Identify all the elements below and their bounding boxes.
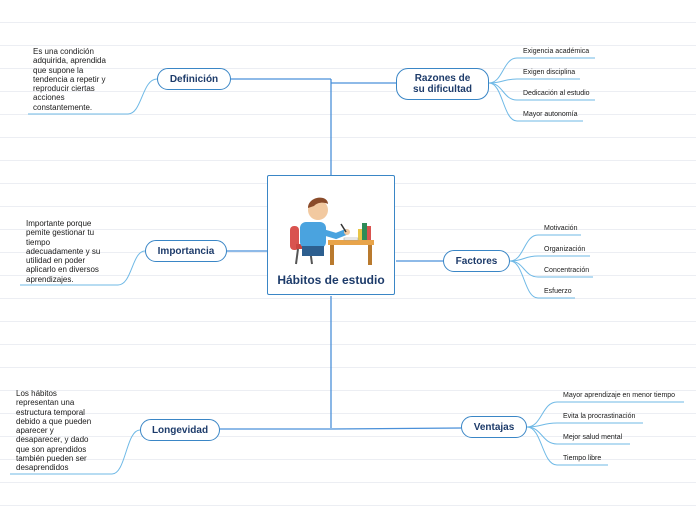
subtopic-factores-3[interactable]: Concentración: [544, 267, 590, 274]
subtopic-razones-1[interactable]: Exigencia académica: [523, 48, 590, 55]
topic-razones-label-line: su dificultad: [413, 84, 472, 95]
subtopic-factores-2[interactable]: Organización: [544, 246, 586, 253]
note-line: tendencia a repetir y: [33, 74, 106, 84]
note-line: debido a que pueden: [16, 416, 92, 426]
subtopic-ventajas-4[interactable]: Tiempo libre: [563, 455, 602, 462]
note-line: Es una condición: [33, 47, 94, 56]
note-line: estructura temporal: [16, 407, 85, 417]
topic-razones[interactable]: Razones de su dificultad: [396, 68, 489, 100]
subtopic-razones-4[interactable]: Mayor autonomía: [523, 111, 578, 118]
note-line: adquirida, aprendida: [33, 56, 106, 66]
student-desk-icon: [290, 197, 374, 265]
topic-ventajas-label: Ventajas: [473, 421, 515, 433]
note-line: representan una: [16, 398, 75, 408]
note-line: que supone la: [33, 65, 84, 75]
note-longevidad: Los hábitos representan una estructura t…: [16, 389, 91, 473]
note-line: desaparecer, y dado: [16, 435, 89, 445]
note-line: también pueden ser: [16, 454, 87, 464]
note-line: utilidad en poder: [26, 256, 86, 266]
subtopic-ventajas-1[interactable]: Mayor aprendizaje en menor tiempo: [563, 392, 676, 399]
topic-importancia-label: Importancia: [157, 245, 215, 257]
subtopic-razones-2[interactable]: Exigen disciplina: [523, 69, 576, 76]
note-line: que son aprendidos: [16, 444, 87, 454]
note-line: aplicarlo en diversos: [26, 265, 99, 275]
subtopic-ventajas-3[interactable]: Mejor salud mental: [563, 434, 623, 441]
topic-longevidad[interactable]: Longevidad: [140, 419, 220, 441]
topic-definicion[interactable]: Definición: [157, 68, 231, 90]
topic-definicion-label: Definición: [169, 73, 219, 85]
topic-importancia[interactable]: Importancia: [145, 240, 227, 262]
note-line: aparecer y: [16, 426, 54, 436]
topic-factores-label: Factores: [455, 255, 498, 267]
note-line: desaprendidos: [16, 463, 69, 473]
note-line: tiempo: [26, 237, 51, 247]
note-line: aprendizajes.: [26, 274, 74, 284]
note-line: adecuadamente y su: [26, 246, 101, 256]
note-line: Los hábitos: [16, 389, 57, 398]
note-line: Importante porque: [26, 219, 92, 228]
subtopic-factores-4[interactable]: Esfuerzo: [544, 288, 572, 295]
topic-razones-label-line: Razones de: [414, 73, 471, 84]
central-topic[interactable]: Hábitos de estudio: [267, 175, 395, 295]
central-topic-title: Hábitos de estudio: [277, 273, 385, 287]
topic-factores[interactable]: Factores: [443, 250, 510, 272]
topic-longevidad-label: Longevidad: [151, 424, 209, 436]
subtopic-factores-1[interactable]: Motivación: [544, 225, 578, 232]
topic-ventajas[interactable]: Ventajas: [461, 416, 527, 438]
note-line: acciones: [33, 93, 65, 103]
subtopic-ventajas-2[interactable]: Evita la procrastinación: [563, 413, 636, 420]
note-line: pemite gestionar tu: [26, 228, 95, 238]
note-definicion: Es una condición adquirida, aprendida qu…: [33, 47, 106, 112]
subtopic-razones-3[interactable]: Dedicación al estudio: [523, 90, 590, 97]
note-line: reproducir ciertas: [33, 84, 95, 94]
note-line: constantemente.: [33, 102, 93, 112]
note-importancia: Importante porque pemite gestionar tu ti…: [26, 219, 100, 284]
